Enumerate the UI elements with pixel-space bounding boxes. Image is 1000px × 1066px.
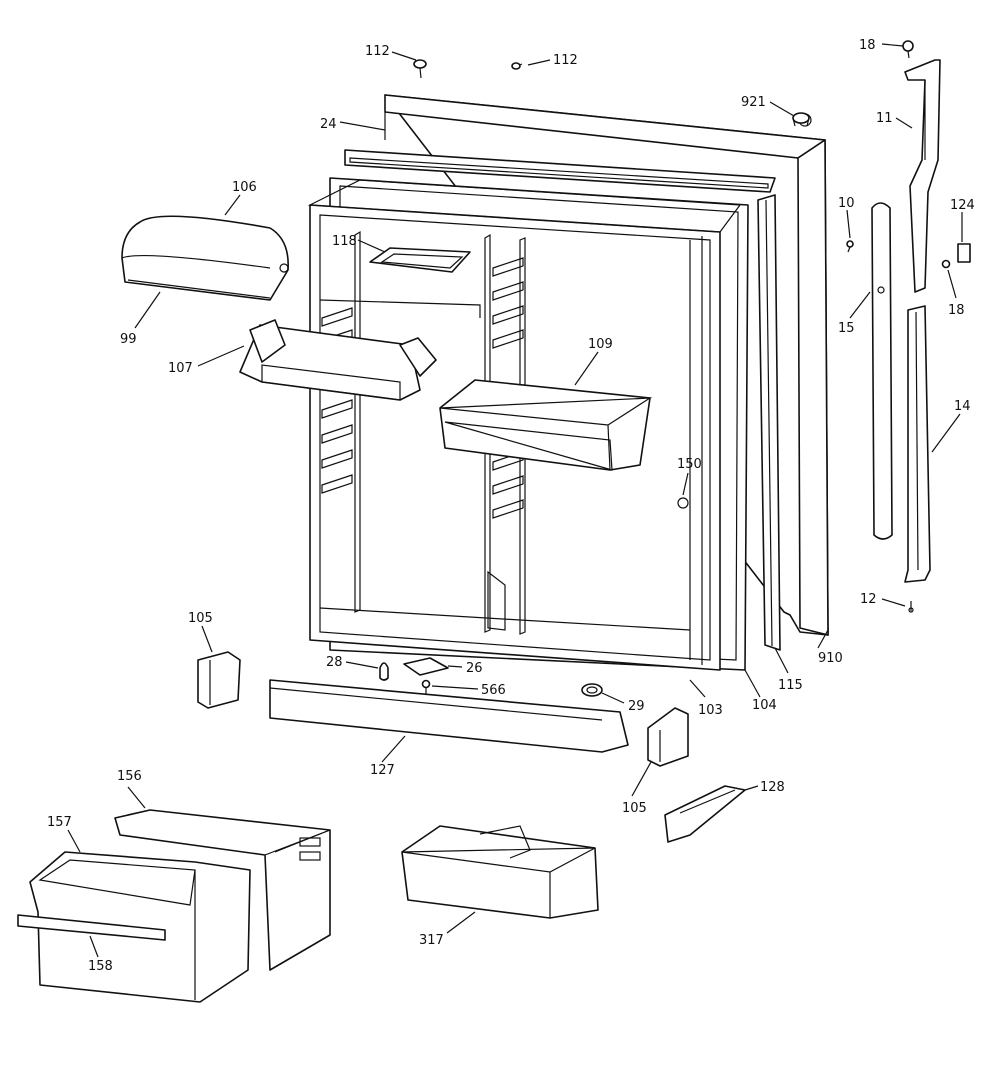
- center-shelf-rails: [492, 257, 524, 519]
- callout-28: 28: [326, 655, 343, 670]
- callout-11: 11: [876, 111, 893, 126]
- callout-106: 106: [232, 180, 257, 195]
- screw-18-top: [902, 40, 914, 59]
- callout-150: 150: [677, 457, 702, 472]
- callout-112-left: 112: [365, 44, 390, 59]
- callout-158: 158: [88, 959, 113, 974]
- screw-150: [677, 497, 689, 509]
- screw-10: [846, 240, 854, 253]
- callout-26: 26: [466, 661, 483, 676]
- callout-128: 128: [760, 780, 785, 795]
- callout-29: 29: [628, 699, 645, 714]
- callout-24: 24: [320, 117, 337, 132]
- callout-14: 14: [954, 399, 971, 414]
- spacer-28: [379, 662, 389, 681]
- callout-99: 99: [120, 332, 137, 347]
- rail-support-left: [197, 651, 241, 709]
- callout-105-left: 105: [188, 611, 213, 626]
- callout-317: 317: [419, 933, 444, 948]
- door-trim-strip: [757, 194, 781, 651]
- dairy-compartment: [121, 215, 289, 301]
- callout-107: 107: [168, 361, 193, 376]
- plug-921: [792, 112, 810, 127]
- screw-112-right: [511, 62, 523, 70]
- callout-910: 910: [818, 651, 843, 666]
- callout-labels: 112 112 18 921 24 11 106 10 124 118 18 9…: [47, 38, 975, 974]
- callout-104: 104: [752, 698, 777, 713]
- callout-103: 103: [698, 703, 723, 718]
- callout-127: 127: [370, 763, 395, 778]
- callout-112-right: 112: [553, 53, 578, 68]
- screw-18-right: [941, 259, 951, 269]
- callout-118: 118: [332, 234, 357, 249]
- callout-12: 12: [860, 592, 877, 607]
- screw-112-left: [413, 59, 427, 79]
- callout-109: 109: [588, 337, 613, 352]
- callout-156: 156: [117, 769, 142, 784]
- callout-105-right: 105: [622, 801, 647, 816]
- crisper-cover: [114, 809, 331, 971]
- screw-566: [421, 679, 431, 694]
- door-stop-strip: [871, 202, 893, 540]
- drawer-handle: [17, 914, 166, 941]
- callout-115: 115: [778, 678, 803, 693]
- hinge-bracket: [904, 59, 941, 293]
- door-bin: [439, 379, 653, 471]
- callout-921: 921: [741, 95, 766, 110]
- lower-hinge: [904, 305, 931, 583]
- callout-10: 10: [838, 196, 855, 211]
- mounting-plate-26: [403, 657, 449, 676]
- hinge-pin-12: [908, 601, 914, 613]
- callout-18-right: 18: [948, 303, 965, 318]
- hinge-pin: [957, 243, 971, 263]
- small-shelf: [369, 247, 471, 273]
- plug-29: [581, 683, 603, 697]
- door-shelf: [239, 319, 437, 401]
- leader-lines: [67, 43, 963, 958]
- callout-18-top: 18: [859, 38, 876, 53]
- crisper-rail: [269, 679, 629, 753]
- clip-128: [664, 785, 746, 843]
- rail-support-right: [647, 707, 689, 767]
- callout-157: 157: [47, 815, 72, 830]
- callout-566: 566: [481, 683, 506, 698]
- callout-15: 15: [838, 321, 855, 336]
- meat-pan: [401, 825, 599, 919]
- door-gasket: [344, 149, 776, 193]
- callout-124: 124: [950, 198, 975, 213]
